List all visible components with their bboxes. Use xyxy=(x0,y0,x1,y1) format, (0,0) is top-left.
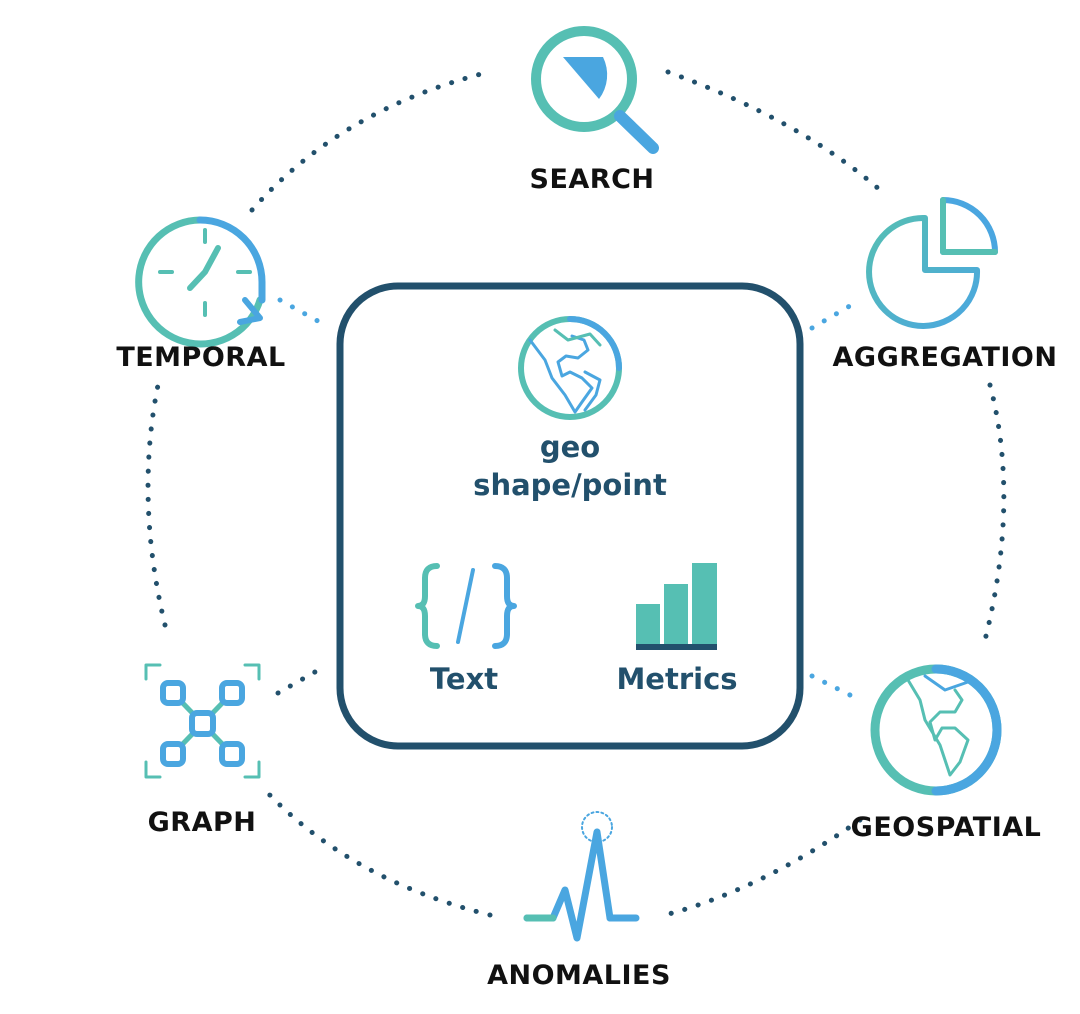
clock-icon xyxy=(135,216,266,348)
connector-aggregation xyxy=(809,297,863,331)
bar-chart-icon xyxy=(636,563,717,650)
connector-graph xyxy=(275,665,325,696)
bar-chart-baseline xyxy=(636,644,717,650)
metrics-label: Metrics xyxy=(616,662,738,696)
geo-label-line1: geo xyxy=(539,430,601,464)
geo-label-line2: shape/point xyxy=(473,468,667,502)
anomalies-label: ANOMALIES xyxy=(487,960,671,991)
code-braces-icon xyxy=(415,563,517,649)
ring-segment-graph-temporal xyxy=(145,382,168,628)
geospatial-globe-icon xyxy=(870,664,1002,796)
network-graph-icon xyxy=(144,663,261,779)
text-label: Text xyxy=(429,662,499,696)
temporal-label: TEMPORAL xyxy=(116,342,286,373)
bar-3 xyxy=(692,563,717,650)
ring-segment-anomalies-graph xyxy=(262,787,493,918)
outer-ring xyxy=(145,69,1007,918)
search-label: SEARCH xyxy=(529,164,655,195)
connector-temporal xyxy=(277,297,328,328)
bar-2 xyxy=(664,584,688,650)
ring-segment-search-aggregation xyxy=(665,69,883,193)
geospatial-label: GEOSPATIAL xyxy=(850,812,1042,843)
ring-segment-aggregation-geospatial xyxy=(982,382,1007,643)
pie-chart-icon xyxy=(866,197,998,329)
ring-segment-temporal-search xyxy=(249,70,488,213)
connector-geospatial xyxy=(809,673,863,703)
bar-1 xyxy=(636,604,660,650)
aggregation-label: AGGREGATION xyxy=(832,342,1058,373)
ring-segment-geospatial-anomalies xyxy=(662,817,863,918)
spike-line-icon xyxy=(523,811,640,942)
magnifier-icon xyxy=(531,26,659,154)
graph-label: GRAPH xyxy=(147,807,257,838)
connectors xyxy=(275,297,863,703)
geo-shape-point-label: geo shape/point xyxy=(473,428,667,504)
center-globe-icon xyxy=(518,316,622,420)
